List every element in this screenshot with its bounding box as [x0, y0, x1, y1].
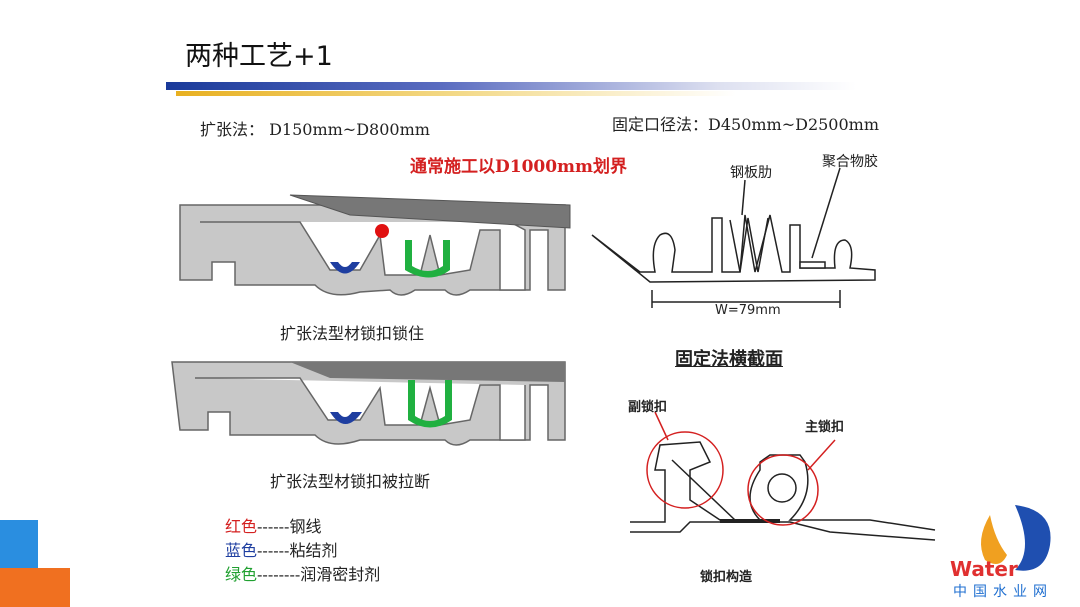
locked-caption: 扩张法型材锁扣锁住 — [280, 324, 425, 343]
legend-meaning: 粘结剂 — [289, 541, 338, 560]
legend-sep: ------ — [257, 517, 290, 536]
fixed-method-text: 固定口径法：D450mm~D2500mm — [612, 115, 880, 134]
logo-text: Water — [950, 557, 1018, 581]
logo-drop-icon — [981, 505, 1051, 571]
legend-sep: ------ — [257, 541, 290, 560]
legend-item-blue: 蓝色------粘结剂 — [225, 539, 380, 563]
title-underline-gold — [176, 91, 736, 96]
legend-sep: -------- — [257, 565, 301, 584]
legend-meaning: 钢线 — [289, 517, 322, 536]
locked-profile-diagram — [179, 194, 571, 296]
legend-color: 蓝色 — [225, 541, 258, 560]
legend-color: 红色 — [225, 517, 258, 536]
legend-meaning: 润滑密封剂 — [300, 565, 381, 584]
logo-subtext: 中国水业网 — [953, 584, 1053, 600]
broken-profile-diagram — [171, 361, 566, 446]
polymer-glue-label: 聚合物胶 — [822, 154, 878, 170]
width-label: W=79mm — [715, 303, 781, 318]
legend-color: 绿色 — [225, 565, 258, 584]
fixed-section-title: 固定法横截面 — [675, 349, 783, 370]
logo: Water 中国水业网 — [945, 495, 1075, 605]
boundary-note: 通常施工以D1000mm划界 — [410, 157, 628, 177]
secondary-lock-label: 副锁扣 — [628, 400, 668, 415]
main-lock-label: 主锁扣 — [805, 420, 845, 435]
legend: 红色------钢线 蓝色------粘结剂 绿色--------润滑密封剂 — [225, 515, 380, 587]
expansion-method-text: 扩张法： D150mm~D800mm — [200, 120, 430, 139]
corner-orange-block — [0, 568, 70, 607]
broken-caption: 扩张法型材锁扣被拉断 — [270, 472, 431, 491]
legend-item-red: 红色------钢线 — [225, 515, 380, 539]
steel-rib-label: 钢板肋 — [730, 165, 772, 181]
legend-item-green: 绿色--------润滑密封剂 — [225, 563, 380, 587]
page-title: 两种工艺+1 — [185, 41, 333, 72]
title-underline-blue — [166, 82, 856, 90]
lock-structure-diagram — [630, 411, 936, 541]
fixed-section-diagram — [591, 167, 876, 308]
lock-structure-label: 锁扣构造 — [700, 570, 753, 585]
